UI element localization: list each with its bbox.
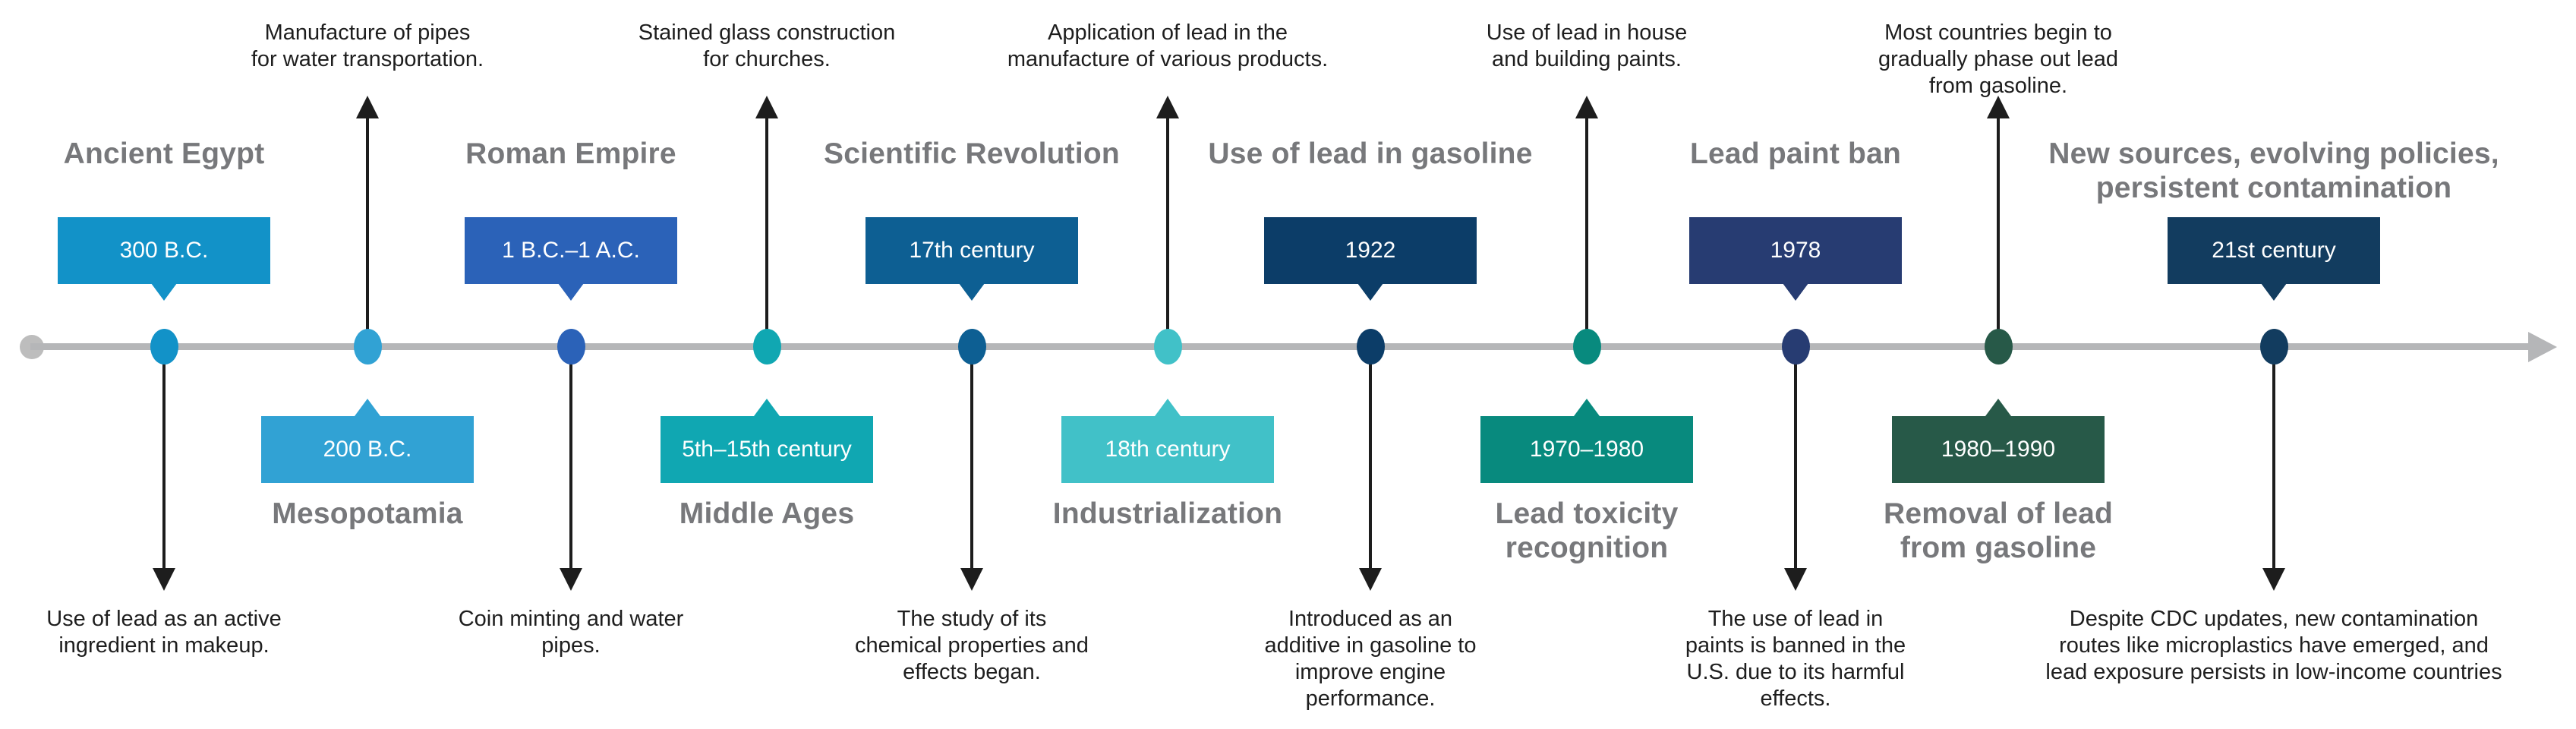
timeline-dot	[557, 329, 585, 364]
date-badge: 18th century	[1061, 416, 1274, 483]
timeline-dot	[753, 329, 781, 364]
connector-arrow-line	[1166, 117, 1169, 339]
date-badge: 1978	[1689, 217, 1902, 284]
badge-pointer-icon	[959, 283, 985, 301]
badge-pointer-icon	[2261, 283, 2287, 301]
event-description: Manufacture of pipes for water transport…	[251, 21, 484, 71]
connector-arrow-line	[970, 358, 973, 571]
event-description: The use of lead in paints is banned in t…	[1685, 607, 1906, 711]
arrow-up-icon	[1575, 96, 1598, 118]
date-badge: 1970–1980	[1480, 416, 1693, 483]
connector-arrow-line	[765, 117, 768, 339]
era-title: Middle Ages	[679, 497, 855, 530]
era-title: Scientific Revolution	[824, 137, 1120, 170]
connector-arrow-line	[1585, 117, 1588, 339]
event-description: Use of lead as an active ingredient in m…	[46, 607, 282, 658]
timeline-dot	[1782, 329, 1810, 364]
arrow-down-icon	[560, 568, 582, 591]
badge-pointer-icon	[1783, 283, 1808, 301]
event-description: Application of lead in the manufacture o…	[1007, 21, 1329, 71]
era-title: Industrialization	[1052, 497, 1283, 530]
era-title: Use of lead in gasoline	[1208, 137, 1533, 170]
era-title: Mesopotamia	[272, 497, 463, 530]
date-badge: 300 B.C.	[58, 217, 270, 284]
date-badge: 17th century	[865, 217, 1078, 284]
event-description: Despite CDC updates, new contamination r…	[2045, 607, 2502, 684]
timeline-dot	[1985, 329, 2013, 364]
timeline-dot	[1357, 329, 1385, 364]
date-badge: 5th–15th century	[661, 416, 873, 483]
era-title: Removal of lead from gasoline	[1883, 497, 2114, 564]
connector-arrow-line	[162, 358, 166, 571]
event-description: The study of its chemical properties and…	[855, 607, 1089, 684]
arrow-up-icon	[755, 96, 778, 118]
era-title: Lead paint ban	[1690, 137, 1901, 170]
connector-arrow-line	[1369, 358, 1372, 571]
date-badge: 200 B.C.	[261, 416, 474, 483]
date-badge: 1980–1990	[1892, 416, 2105, 483]
badge-pointer-icon	[355, 399, 380, 416]
timeline-end-arrow-icon	[2528, 332, 2557, 362]
era-title: New sources, evolving policies, persiste…	[2048, 137, 2499, 204]
event-description: Most countries begin to gradually phase …	[1878, 21, 2118, 98]
timeline-dot	[1573, 329, 1601, 364]
timeline-dot	[2260, 329, 2288, 364]
timeline-axis-line	[30, 343, 2533, 350]
timeline-dot	[354, 329, 382, 364]
connector-arrow-line	[1794, 358, 1797, 571]
event-description: Introduced as an additive in gasoline to…	[1264, 607, 1477, 711]
connector-arrow-line	[366, 117, 369, 339]
arrow-up-icon	[1987, 96, 2010, 118]
date-badge: 1 B.C.–1 A.C.	[465, 217, 677, 284]
arrow-up-icon	[356, 96, 379, 118]
badge-pointer-icon	[558, 283, 584, 301]
arrow-down-icon	[1784, 568, 1807, 591]
era-title: Lead toxicity recognition	[1495, 497, 1679, 564]
date-badge: 1922	[1264, 217, 1477, 284]
event-description: Use of lead in house and building paints…	[1486, 21, 1688, 71]
era-title: Ancient Egypt	[63, 137, 265, 170]
arrow-down-icon	[2262, 568, 2285, 591]
timeline-dot	[1154, 329, 1182, 364]
arrow-down-icon	[1359, 568, 1382, 591]
date-badge: 21st century	[2168, 217, 2380, 284]
badge-pointer-icon	[1155, 399, 1181, 416]
connector-arrow-line	[1997, 117, 2000, 339]
timeline-dot	[958, 329, 986, 364]
badge-pointer-icon	[1357, 283, 1383, 301]
arrow-down-icon	[960, 568, 983, 591]
connector-arrow-line	[569, 358, 572, 571]
badge-pointer-icon	[1574, 399, 1600, 416]
arrow-down-icon	[153, 568, 175, 591]
era-title: Roman Empire	[465, 137, 676, 170]
badge-pointer-icon	[754, 399, 780, 416]
timeline-dot	[150, 329, 178, 364]
connector-arrow-line	[2272, 358, 2275, 571]
event-description: Stained glass construction for churches.	[638, 21, 896, 71]
badge-pointer-icon	[1985, 399, 2011, 416]
badge-pointer-icon	[151, 283, 177, 301]
arrow-up-icon	[1156, 96, 1179, 118]
event-description: Coin minting and water pipes.	[458, 607, 684, 658]
